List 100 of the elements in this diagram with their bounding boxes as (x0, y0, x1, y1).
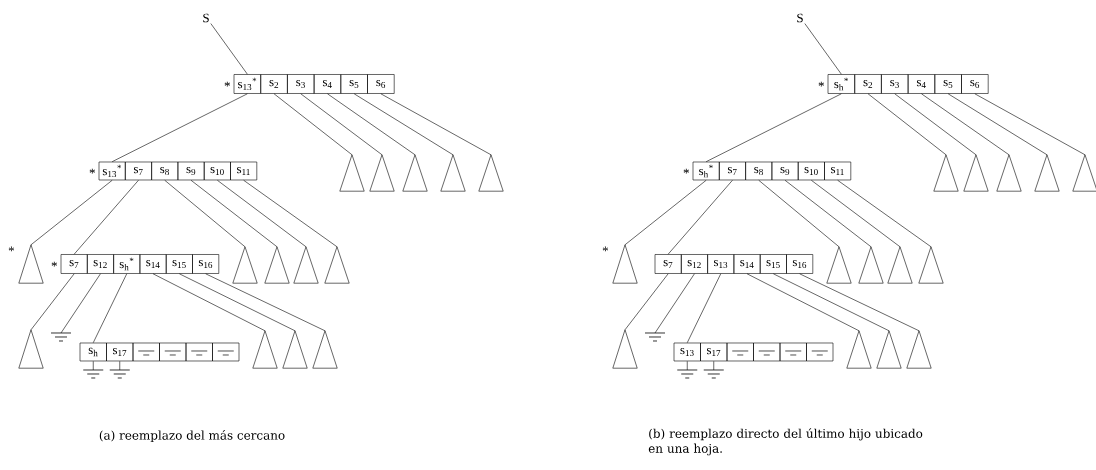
connector-line (705, 93, 842, 162)
array-cell: s$_{4}$ (313, 74, 342, 94)
connector-line (686, 361, 688, 371)
connector-line (273, 93, 353, 156)
array-cell: s$_{15}$ (165, 254, 193, 274)
array-cell: s$_{9}$ (177, 161, 205, 181)
connector-line (667, 180, 733, 255)
connector-line (686, 273, 722, 343)
connector-line (30, 180, 113, 246)
connector-line (217, 180, 307, 248)
root-label: S (797, 13, 803, 23)
root-label: S (203, 13, 209, 23)
connector-line (179, 273, 296, 332)
ground-symbol (109, 369, 131, 379)
subtree-triangle (858, 246, 884, 284)
array-cell: s$_{7}$ (654, 254, 682, 274)
connector-line (804, 23, 842, 75)
connector-line (799, 273, 920, 332)
connector-line (380, 93, 492, 156)
subtree-triangle (906, 330, 932, 369)
array-cell: s$_{17}$ (700, 342, 728, 362)
subtree-triangle (252, 330, 278, 369)
array-cell: s$_{4}$ (907, 74, 936, 94)
connector-line (164, 180, 246, 248)
grounded-cell (806, 342, 834, 362)
connector-line (811, 180, 901, 248)
subtree-triangle (232, 246, 258, 284)
subtree-triangle (18, 244, 44, 284)
subtree-triangle (1034, 154, 1060, 192)
connector-line (243, 180, 338, 248)
connector-line (353, 93, 454, 156)
connector-line (73, 180, 139, 255)
array-cell: s$_{3}$ (287, 74, 315, 94)
subtree-triangle (293, 246, 319, 284)
array-cell: s$_{2}$ (260, 74, 288, 94)
connector-line (205, 273, 326, 332)
connector-line (746, 273, 860, 332)
connector-line (947, 93, 1048, 156)
grounded-cell (779, 342, 807, 362)
array-cell: s$_{13}$* (98, 161, 126, 181)
array-cell: s$_{7}$ (125, 161, 152, 181)
connector-line (654, 273, 695, 334)
subtree-triangle (846, 330, 872, 369)
array-cell: s$_{16}$ (192, 254, 220, 274)
connector-line (758, 180, 840, 248)
connector-line (713, 361, 715, 371)
array-cell: s$_{5}$ (934, 74, 962, 94)
subtree-triangle (312, 330, 338, 369)
connector-line (624, 180, 707, 246)
grounded-cell (726, 342, 754, 362)
connector-line (921, 93, 1010, 156)
array-cell: s$_{15}$ (759, 254, 787, 274)
ground-symbol (82, 369, 104, 379)
subtree-triangle (876, 330, 902, 369)
connector-line (92, 361, 94, 371)
array-cell: s$_{17}$ (106, 342, 134, 362)
subtree-triangle (933, 154, 959, 192)
caption: (b) reemplazo directo del último hijo ubicado en una hoja. (648, 428, 923, 456)
grounded-cell (132, 342, 160, 362)
asterisk: * (89, 168, 95, 174)
asterisk: * (224, 81, 230, 87)
subtree-triangle (887, 246, 913, 284)
connector-line (111, 93, 248, 162)
array-cell: s$_{10}$ (203, 161, 231, 181)
subtree-triangle (963, 154, 989, 192)
connector-line (784, 180, 872, 248)
array-cell: s$_{11}$ (824, 161, 852, 181)
array-cell: s$_{h}$* (692, 161, 720, 181)
subtree-triangle (826, 246, 852, 284)
subtree-triangle (282, 330, 308, 369)
grounded-cell (753, 342, 781, 362)
array-cell: s$_{7}$ (60, 254, 88, 274)
subtree-triangle (478, 154, 504, 192)
ground-symbol (703, 369, 725, 379)
subtree-triangle (440, 154, 466, 192)
array-cell: s$_{10}$ (797, 161, 825, 181)
ground-symbol (50, 332, 72, 342)
array-cell: s$_{9}$ (771, 161, 799, 181)
array-cell: s$_{16}$ (786, 254, 814, 274)
array-cell: s$_{3}$ (881, 74, 909, 94)
subtree-triangle (339, 154, 365, 192)
array-cell: s$_{12}$ (87, 254, 114, 274)
array-cell: s$_{6}$ (367, 74, 395, 94)
subtree-triangle (612, 244, 638, 284)
array-cell: s$_{13}$* (233, 74, 261, 94)
connector-line (190, 180, 278, 248)
subtree-triangle (996, 154, 1022, 192)
connector-line (624, 273, 669, 331)
ground-symbol (644, 332, 666, 342)
subtree-triangle (264, 246, 290, 284)
asterisk: * (8, 246, 14, 252)
array-cell: s$_{h}$* (827, 74, 855, 94)
connector-line (974, 93, 1086, 156)
grounded-cell (185, 342, 213, 362)
array-cell: s$_{12}$ (681, 254, 708, 274)
grounded-cell (212, 342, 240, 362)
asterisk: * (683, 168, 689, 174)
subtree-triangle (324, 246, 350, 284)
array-cell: s$_{2}$ (854, 74, 882, 94)
ground-symbol (676, 369, 698, 379)
